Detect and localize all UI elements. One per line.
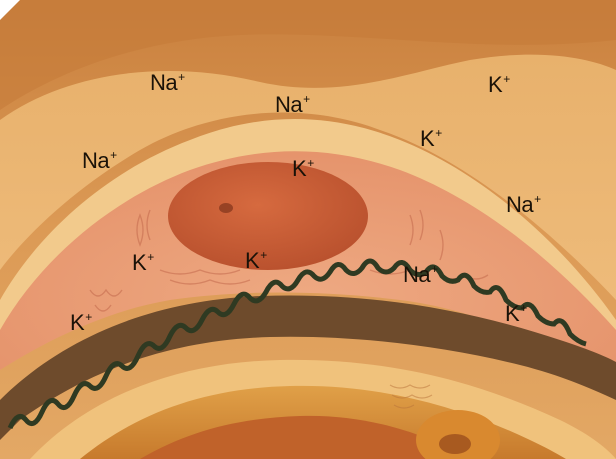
ion-symbol: K <box>245 248 259 273</box>
ion-charge: + <box>534 192 541 206</box>
ion-symbol: Na <box>403 262 430 287</box>
ion-label-k: K+ <box>70 312 92 334</box>
ion-label-k: K+ <box>292 158 314 180</box>
ion-label-k: K+ <box>420 128 442 150</box>
ion-symbol: K <box>488 72 502 97</box>
ion-charge: + <box>303 92 310 106</box>
ion-symbol: Na <box>506 192 533 217</box>
ion-label-na: Na+ <box>506 194 541 216</box>
ion-label-na: Na+ <box>82 150 117 172</box>
nucleus <box>168 162 368 270</box>
ion-label-k: K+ <box>488 74 510 96</box>
ion-label-k: K+ <box>132 252 154 274</box>
ion-symbol: K <box>132 250 146 275</box>
ion-charge: + <box>178 70 185 84</box>
ion-label-na: Na+ <box>150 72 185 94</box>
ion-charge: + <box>260 248 267 262</box>
ion-symbol: Na <box>82 148 109 173</box>
ion-symbol: Na <box>275 92 302 117</box>
ion-symbol: Na <box>150 70 177 95</box>
ion-charge: + <box>110 148 117 162</box>
small-cell-nucleus <box>439 434 471 454</box>
ion-symbol: K <box>420 126 434 151</box>
ion-symbol: K <box>505 301 519 326</box>
ion-label-na: Na+ <box>275 94 310 116</box>
ion-charge: + <box>520 301 527 315</box>
ion-label-k: K+ <box>505 303 527 325</box>
ion-charge: + <box>435 126 442 140</box>
ion-charge: + <box>307 156 314 170</box>
nucleolus <box>219 203 233 213</box>
ion-label-na: Na+ <box>403 264 438 286</box>
ion-charge: + <box>85 310 92 324</box>
ion-label-k: K+ <box>245 250 267 272</box>
ion-charge: + <box>503 72 510 86</box>
ion-symbol: K <box>292 156 306 181</box>
ion-charge: + <box>147 250 154 264</box>
ion-symbol: K <box>70 310 84 335</box>
ion-charge: + <box>431 262 438 276</box>
